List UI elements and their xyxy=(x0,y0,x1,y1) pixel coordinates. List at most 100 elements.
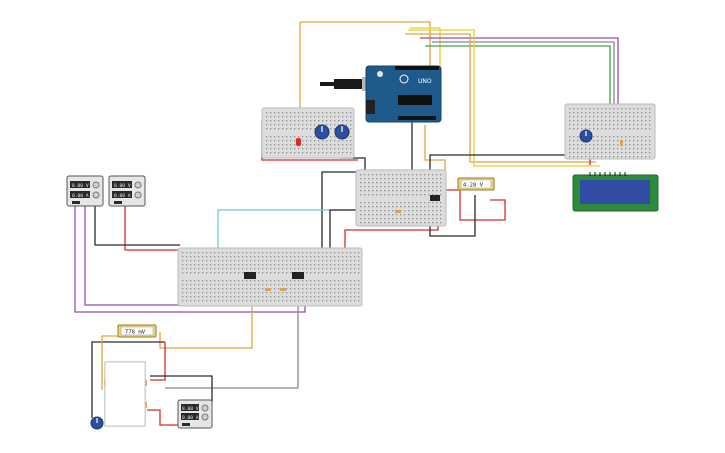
breadboard-hole xyxy=(581,120,583,122)
breadboard-hole xyxy=(573,148,575,150)
breadboard-hole xyxy=(290,284,292,286)
breadboard-hole xyxy=(629,120,631,122)
breadboard-hole xyxy=(577,124,579,126)
breadboard-hole xyxy=(286,120,288,122)
breadboard-hole xyxy=(641,112,643,114)
breadboard-hole xyxy=(358,260,360,262)
breadboard-hole xyxy=(222,264,224,266)
breadboard-hole xyxy=(266,144,268,146)
breadboard-hole xyxy=(350,260,352,262)
breadboard-hole xyxy=(569,108,571,110)
breadboard-hole xyxy=(290,252,292,254)
breadboard-hole xyxy=(330,272,332,274)
breadboard-hole xyxy=(202,280,204,282)
breadboard-hole xyxy=(246,280,248,282)
breadboard-hole xyxy=(601,108,603,110)
breadboard-hole xyxy=(585,116,587,118)
breadboard-hole xyxy=(330,140,332,142)
breadboard-mid-holes xyxy=(360,174,442,224)
breadboard-hole xyxy=(238,300,240,302)
breadboard-hole xyxy=(278,252,280,254)
breadboard-hole xyxy=(314,124,316,126)
breadboard-hole xyxy=(314,268,316,270)
breadboard-hole xyxy=(645,116,647,118)
ps-bottom-knob-1[interactable] xyxy=(201,404,209,412)
breadboard-hole xyxy=(190,292,192,294)
breadboard-hole xyxy=(342,280,344,282)
ps-mid-knob-1[interactable] xyxy=(134,181,142,189)
breadboard-hole xyxy=(376,194,378,196)
breadboard-hole xyxy=(408,182,410,184)
breadboard-hole xyxy=(214,300,216,302)
breadboard-hole xyxy=(322,116,324,118)
breadboard-hole xyxy=(605,108,607,110)
breadboard-hole xyxy=(254,252,256,254)
breadboard-hole xyxy=(346,148,348,150)
breadboard-hole xyxy=(242,288,244,290)
breadboard-hole xyxy=(358,288,360,290)
breadboard-hole xyxy=(396,214,398,216)
breadboard-hole xyxy=(424,194,426,196)
breadboard-hole xyxy=(298,288,300,290)
breadboard-hole xyxy=(609,156,611,158)
breadboard-hole xyxy=(258,256,260,258)
breadboard-hole xyxy=(230,300,232,302)
breadboard-hole xyxy=(432,186,434,188)
breadboard-hole xyxy=(408,210,410,212)
breadboard-hole xyxy=(364,190,366,192)
breadboard-hole xyxy=(412,214,414,216)
breadboard-hole xyxy=(294,140,296,142)
breadboard-hole xyxy=(613,124,615,126)
breadboard-hole xyxy=(234,256,236,258)
breadboard-hole xyxy=(412,218,414,220)
breadboard-hole xyxy=(278,288,280,290)
breadboard-hole xyxy=(198,284,200,286)
breadboard-hole xyxy=(569,144,571,146)
breadboard-hole xyxy=(278,296,280,298)
breadboard-hole xyxy=(250,268,252,270)
breadboard-hole xyxy=(625,144,627,146)
breadboard-hole xyxy=(354,300,356,302)
breadboard-hole xyxy=(354,264,356,266)
breadboard-hole xyxy=(577,156,579,158)
breadboard-hole xyxy=(372,202,374,204)
breadboard-hole xyxy=(306,136,308,138)
breadboard-hole xyxy=(346,300,348,302)
breadboard-hole xyxy=(222,272,224,274)
breadboard-hole xyxy=(384,190,386,192)
breadboard-hole xyxy=(270,264,272,266)
breadboard-hole xyxy=(585,120,587,122)
breadboard-hole xyxy=(290,136,292,138)
breadboard-hole xyxy=(613,108,615,110)
breadboard-hole xyxy=(338,260,340,262)
breadboard-hole xyxy=(376,202,378,204)
breadboard-hole xyxy=(298,256,300,258)
breadboard-hole xyxy=(388,194,390,196)
breadboard-hole xyxy=(270,260,272,262)
potentiometer-lcd xyxy=(579,129,593,143)
breadboard-hole xyxy=(625,136,627,138)
breadboard-hole xyxy=(274,296,276,298)
breadboard-hole xyxy=(246,264,248,266)
wire-red-ps xyxy=(124,200,180,251)
breadboard-hole xyxy=(637,144,639,146)
breadboard-hole xyxy=(400,222,402,224)
breadboard-hole xyxy=(206,268,208,270)
ps-bottom-knob-2[interactable] xyxy=(201,413,209,421)
breadboard-hole xyxy=(274,116,276,118)
breadboard-hole xyxy=(274,152,276,154)
breadboard-small-holes xyxy=(266,112,352,154)
ps-left-knob-1[interactable] xyxy=(92,181,100,189)
breadboard-hole xyxy=(408,174,410,176)
breadboard-hole xyxy=(282,136,284,138)
wire-black-right xyxy=(429,154,585,172)
breadboard-hole xyxy=(597,156,599,158)
breadboard-hole xyxy=(238,288,240,290)
breadboard-hole xyxy=(364,222,366,224)
arduino-uno: UNO xyxy=(320,65,442,123)
breadboard-hole xyxy=(210,264,212,266)
breadboard-hole xyxy=(254,256,256,258)
breadboard-hole xyxy=(424,214,426,216)
ps-left-knob-2[interactable] xyxy=(92,191,100,199)
ps-mid-knob-2[interactable] xyxy=(134,191,142,199)
